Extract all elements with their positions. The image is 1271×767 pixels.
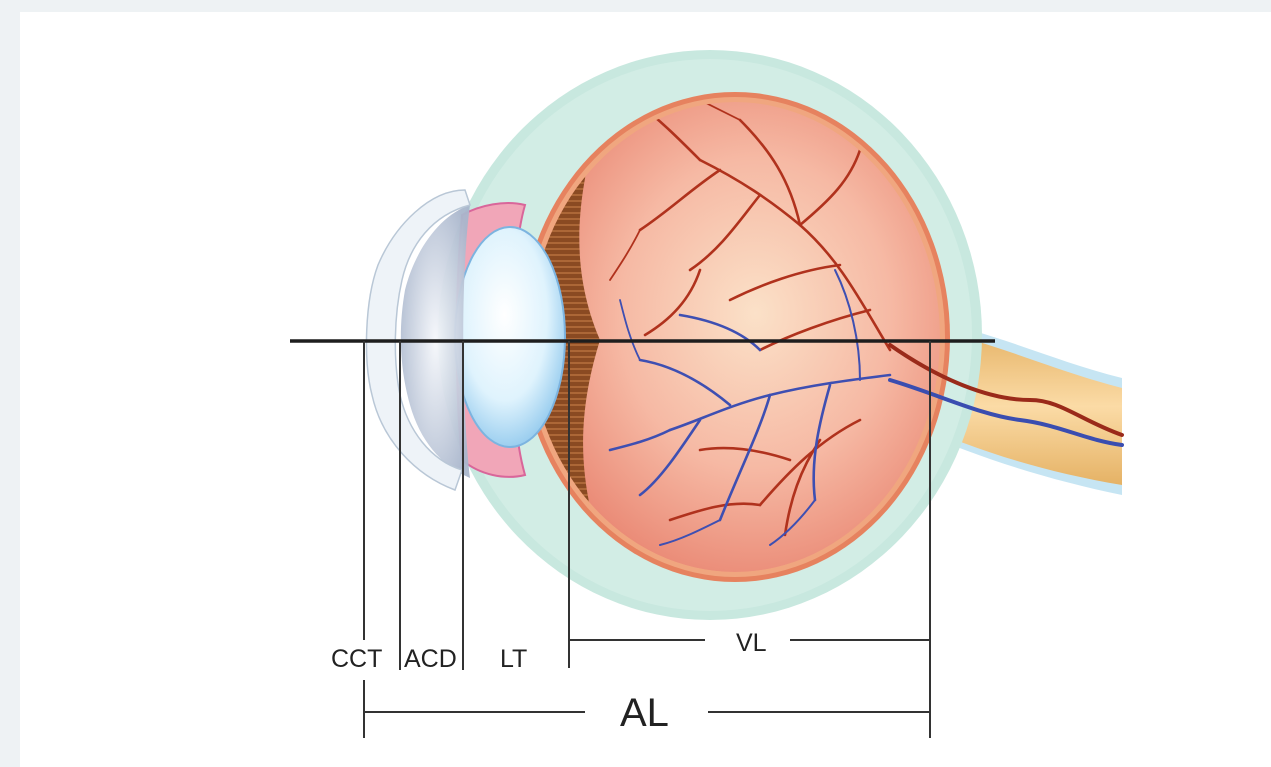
lens	[455, 227, 565, 447]
label-acd: ACD	[404, 645, 457, 673]
label-vl: VL	[736, 629, 767, 657]
label-cct: CCT	[331, 645, 382, 673]
label-al: AL	[620, 691, 669, 735]
label-lt: LT	[500, 645, 527, 673]
